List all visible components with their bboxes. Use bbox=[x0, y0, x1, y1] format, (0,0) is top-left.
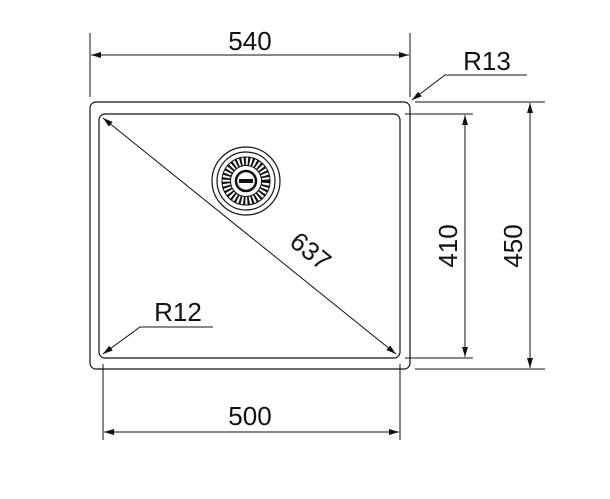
dimension-label-outer-height: 450 bbox=[498, 224, 528, 267]
leader-r12 bbox=[102, 326, 213, 355]
sink-outer-outline bbox=[89, 101, 411, 370]
dimension-label-inner-width: 500 bbox=[228, 401, 271, 431]
sink-inner-outline bbox=[98, 113, 401, 359]
dimension-label-diagonal: 637 bbox=[284, 226, 337, 277]
dimension-label-outer-width: 540 bbox=[228, 26, 271, 56]
radius-label-outer: R13 bbox=[463, 46, 511, 76]
drain-icon bbox=[211, 146, 281, 216]
dimension-label-inner-height: 410 bbox=[433, 224, 463, 267]
dimension-line-637 bbox=[102, 117, 397, 355]
radius-label-inner: R12 bbox=[154, 297, 202, 327]
leader-r13 bbox=[411, 74, 527, 101]
